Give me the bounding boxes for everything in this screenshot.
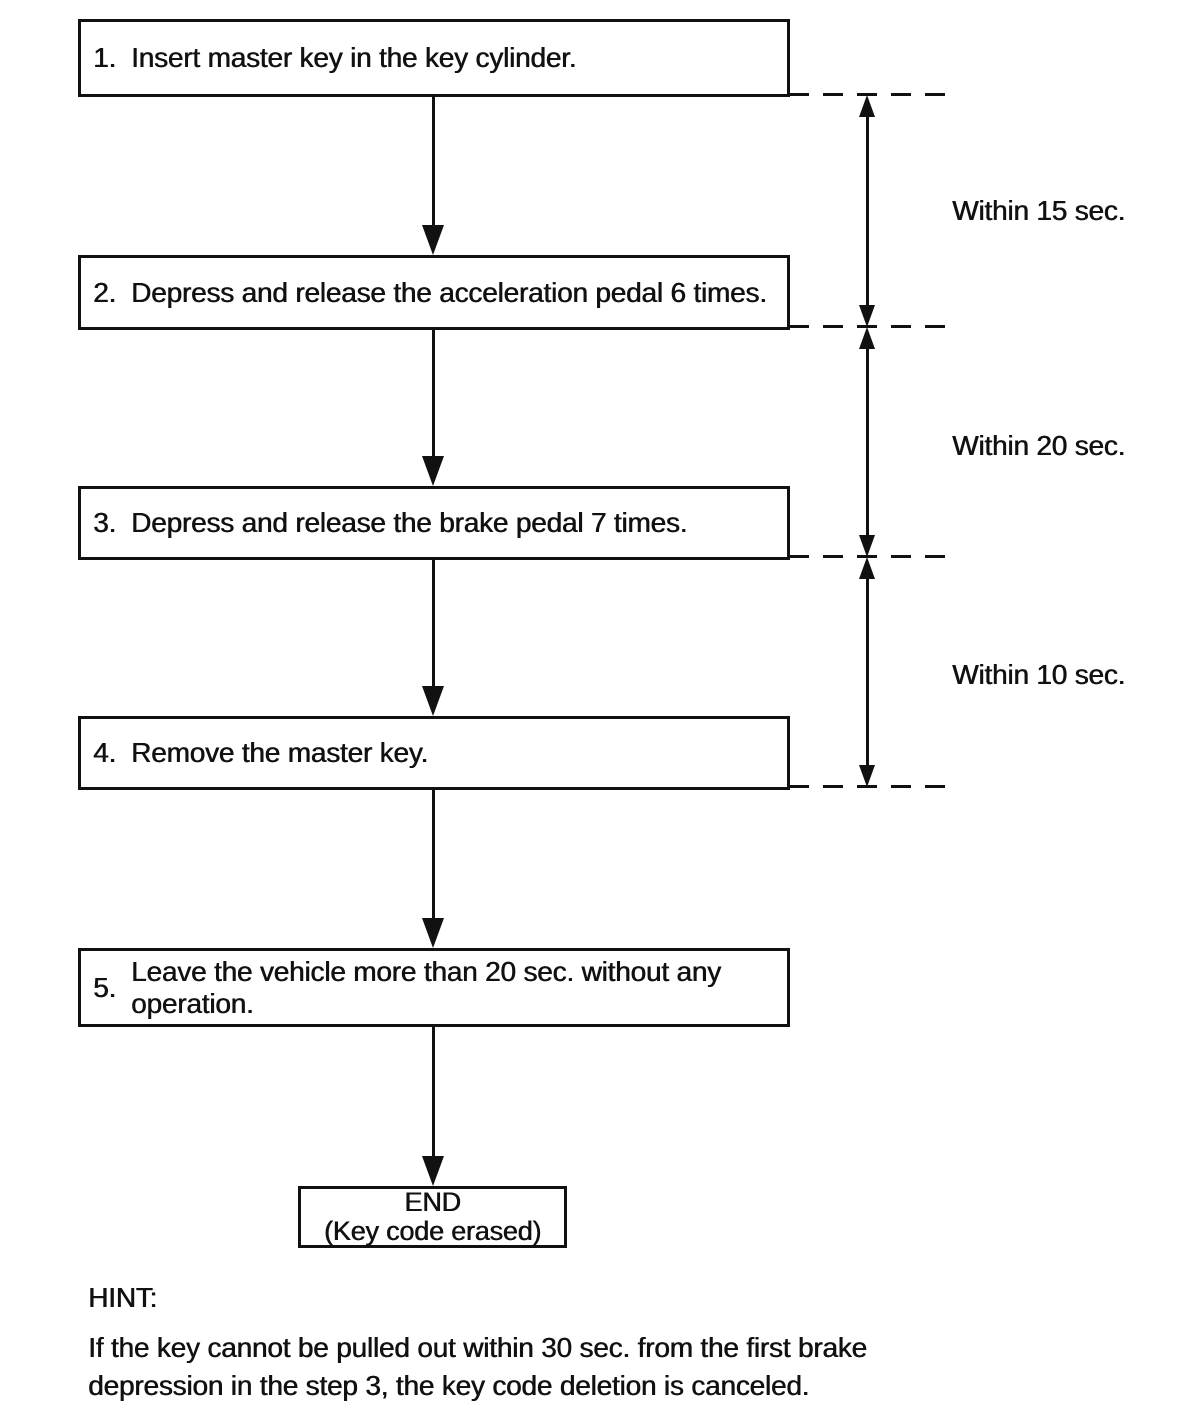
interval-arrow-10-sec <box>858 557 876 787</box>
step-number: 2. <box>93 276 116 308</box>
flow-arrow-1-to-2 <box>421 97 445 255</box>
arrow-down-icon <box>859 765 875 787</box>
step-text: Insert master key in the key cylinder. <box>130 42 577 73</box>
arrow-down-icon <box>422 225 444 255</box>
timing-label-20-sec: Within 20 sec. <box>952 430 1126 461</box>
interval-arrow-20-sec <box>858 327 876 557</box>
end-box-line2: (Key code erased) <box>323 1216 542 1246</box>
arrow-up-icon <box>859 95 875 117</box>
step-box-4: 4. Remove the master key. <box>78 716 790 790</box>
step-text: Depress and release the acceleration ped… <box>130 276 767 308</box>
step-text: Remove the master key. <box>130 737 428 768</box>
step-box-3: 3. Depress and release the brake pedal 7… <box>78 486 790 560</box>
step-box-5: 5. Leave the vehicle more than 20 sec. w… <box>78 948 790 1027</box>
flow-arrow-2-to-3 <box>421 330 445 486</box>
arrow-up-icon <box>859 327 875 349</box>
arrow-shaft <box>866 109 869 313</box>
flow-arrow-5-to-end <box>421 1027 445 1186</box>
interval-arrow-15-sec <box>858 95 876 327</box>
arrow-shaft <box>432 560 435 692</box>
flow-arrow-3-to-4 <box>421 560 445 716</box>
timing-label-10-sec: Within 10 sec. <box>952 659 1126 690</box>
arrow-down-icon <box>422 1156 444 1186</box>
arrow-shaft <box>432 790 435 924</box>
arrow-down-icon <box>859 535 875 557</box>
arrow-down-icon <box>422 456 444 486</box>
arrow-shaft <box>866 341 869 543</box>
arrow-down-icon <box>859 305 875 327</box>
step-number: 5. <box>93 971 116 1003</box>
step-text: Leave the vehicle more than 20 sec. with… <box>130 955 721 1019</box>
end-box: END (Key code erased) <box>298 1186 567 1248</box>
arrow-shaft <box>432 1027 435 1162</box>
hint-title: HINT: <box>88 1282 158 1313</box>
step-box-1: 1. Insert master key in the key cylinder… <box>78 19 790 97</box>
arrow-down-icon <box>422 686 444 716</box>
arrow-shaft <box>432 330 435 462</box>
step-number: 3. <box>93 507 116 538</box>
end-box-line1: END <box>404 1187 461 1217</box>
dashed-extension-line-1 <box>789 93 945 96</box>
step-number: 4. <box>93 737 116 768</box>
arrow-down-icon <box>422 918 444 948</box>
arrow-shaft <box>866 571 869 773</box>
arrow-shaft <box>432 97 435 231</box>
arrow-up-icon <box>859 557 875 579</box>
hint-body: If the key cannot be pulled out within 3… <box>88 1332 867 1401</box>
step-number: 1. <box>93 42 116 73</box>
step-box-2: 2. Depress and release the acceleration … <box>78 255 790 330</box>
flow-arrow-4-to-5 <box>421 790 445 948</box>
step-text: Depress and release the brake pedal 7 ti… <box>130 507 688 538</box>
timing-label-15-sec: Within 15 sec. <box>952 195 1126 226</box>
